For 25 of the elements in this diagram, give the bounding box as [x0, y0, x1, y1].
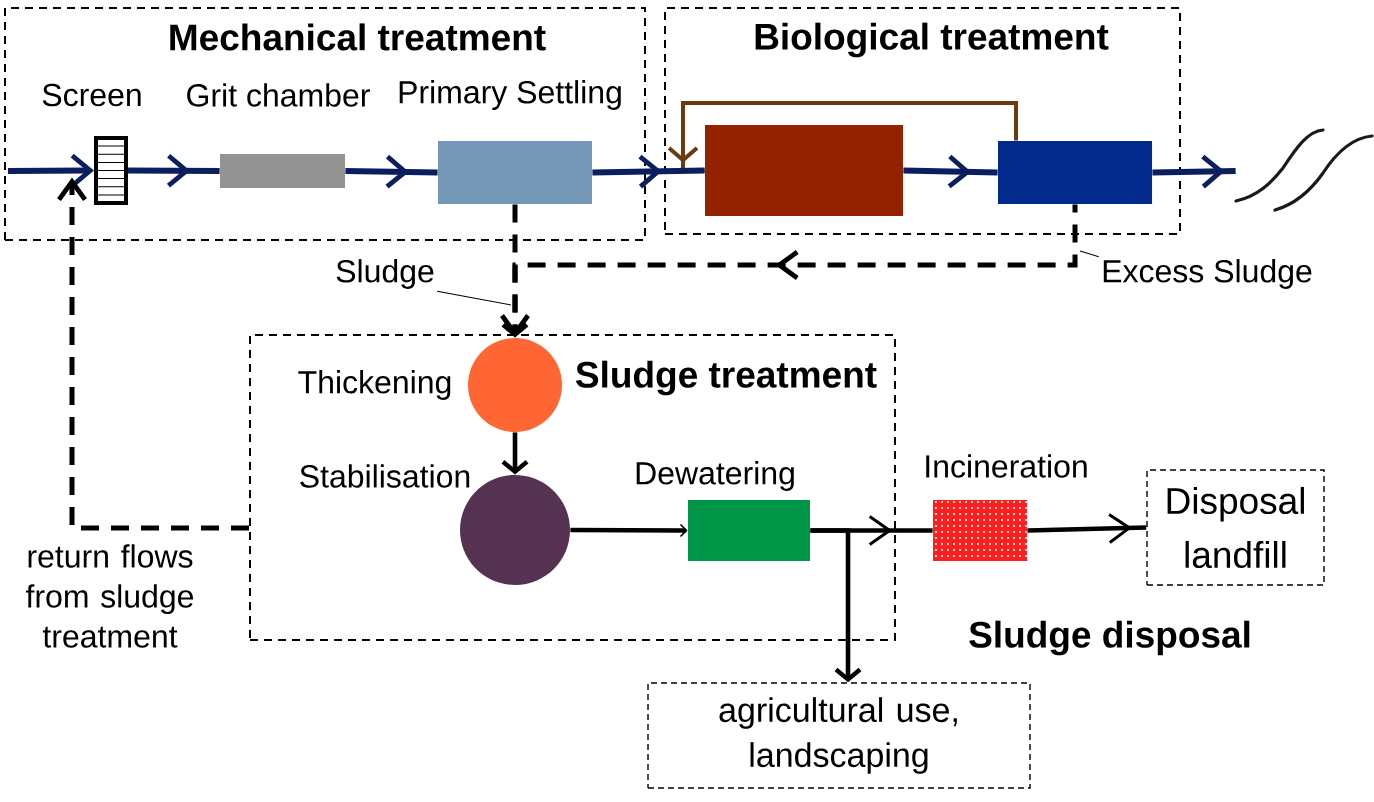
process-label: Primary Settling: [399, 80, 621, 110]
process-box: [998, 141, 1152, 204]
edge-label: return flows from sludge treatment: [18, 542, 202, 650]
process-label: Incineration: [926, 454, 1087, 478]
sludge-arrow: [500, 204, 1078, 338]
section-heading: Sludge disposal: [969, 620, 1250, 656]
process-label: Screen: [42, 83, 141, 107]
leader-line: [436, 290, 512, 306]
callout-label: Excess Sludge: [1103, 259, 1312, 289]
leader-line: [1079, 250, 1100, 258]
process-label: Grit chamber: [187, 83, 370, 107]
flow-arrow: [570, 523, 688, 538]
waves-icon: [1234, 128, 1374, 212]
flow-arrow: [501, 432, 529, 475]
return-arrow: [57, 177, 249, 531]
process-label: Dewatering: [636, 461, 794, 491]
sludge-arrow: [501, 204, 529, 338]
process-label: Thickening: [298, 370, 451, 400]
callout-label: Sludge: [336, 259, 434, 289]
destination-box: Disposal landfill: [1146, 469, 1325, 586]
process-box: [705, 125, 903, 216]
group-box: Biological treatment: [664, 7, 1181, 235]
destination-box: agricultural use, landscaping: [647, 682, 1031, 789]
process-label: Stabilisation: [300, 464, 470, 488]
flow-arrow: [810, 528, 862, 683]
